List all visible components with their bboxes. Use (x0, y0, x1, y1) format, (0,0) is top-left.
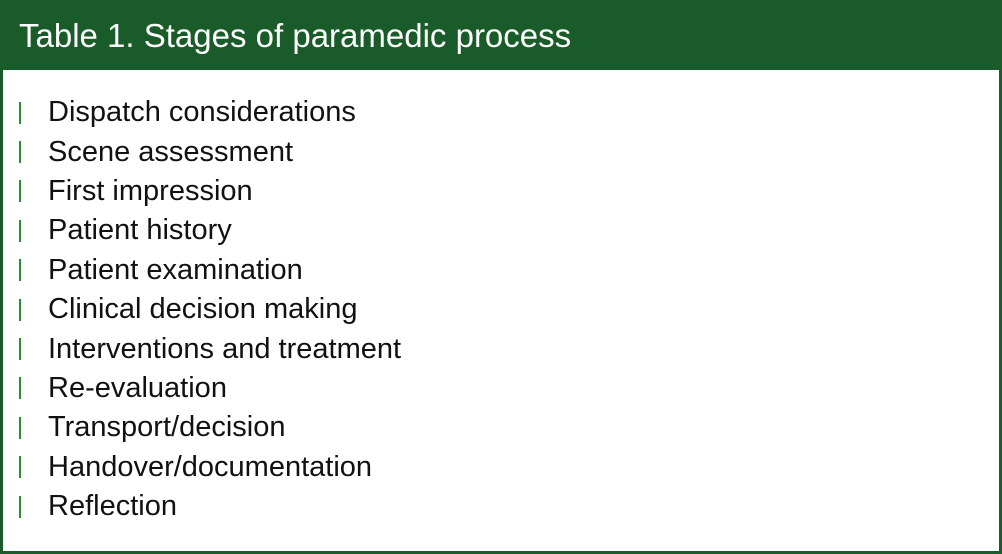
list-item: Dispatch considerations (19, 93, 999, 132)
bullet-icon (19, 180, 21, 203)
bullet-icon (19, 298, 21, 321)
bullet-icon (19, 219, 21, 242)
list-item-label: Clinical decision making (48, 293, 358, 326)
list-item: First impression (19, 172, 999, 211)
bullet-icon (19, 101, 21, 124)
bullet-icon (19, 495, 21, 518)
bullet-icon (19, 338, 21, 361)
list-item: Handover/documentation (19, 448, 999, 487)
bullet-icon (19, 416, 21, 439)
list-item-label: Patient history (48, 214, 232, 247)
table-title: Table 1. Stages of paramedic process (3, 3, 999, 70)
list-item: Interventions and treatment (19, 329, 999, 368)
list-item-label: Interventions and treatment (48, 332, 402, 365)
list-item-label: Patient examination (48, 253, 303, 286)
list-item-label: Dispatch considerations (48, 96, 356, 129)
list-item: Patient examination (19, 251, 999, 290)
list-item-label: Scene assessment (48, 135, 294, 168)
list-item: Reflection (19, 487, 999, 526)
bullet-icon (19, 259, 21, 282)
bullet-icon (19, 141, 21, 164)
list-item: Clinical decision making (19, 290, 999, 329)
bullet-icon (19, 377, 21, 400)
list-item: Re-evaluation (19, 369, 999, 408)
stages-list: Dispatch considerations Scene assessment… (3, 70, 999, 526)
list-item-label: Transport/decision (48, 411, 286, 444)
list-item: Transport/decision (19, 408, 999, 447)
list-item-label: Reflection (48, 490, 177, 523)
list-item-label: First impression (48, 174, 253, 207)
list-item-label: Re-evaluation (48, 371, 227, 404)
list-item: Scene assessment (19, 132, 999, 171)
list-item: Patient history (19, 211, 999, 250)
bullet-icon (19, 456, 21, 479)
list-item-label: Handover/documentation (48, 450, 373, 483)
